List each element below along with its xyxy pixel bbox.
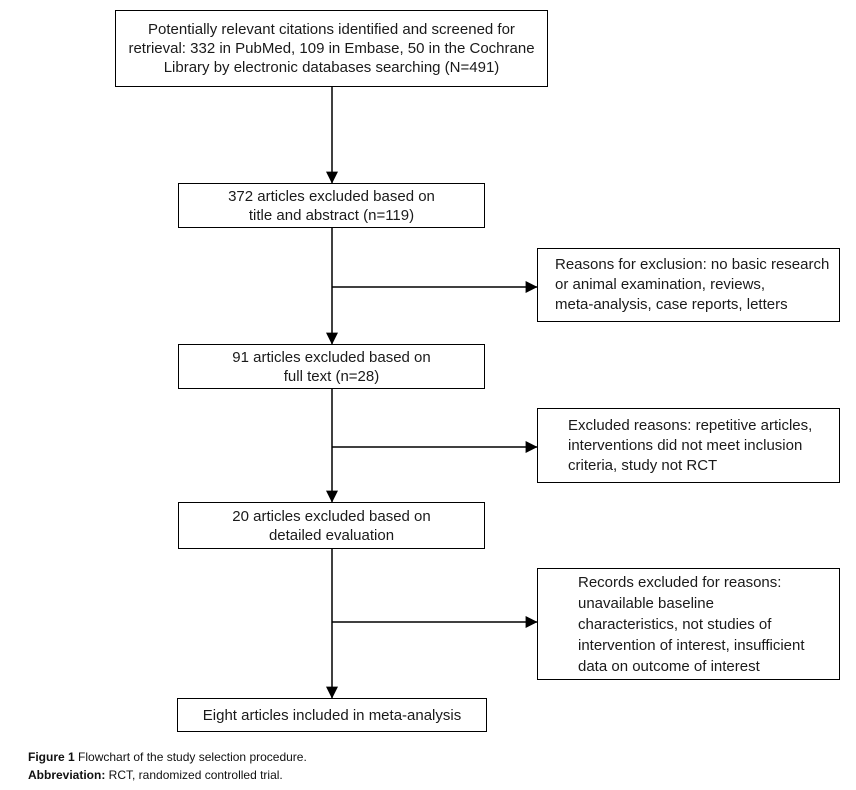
box-identification-line: retrieval: 332 in PubMed, 109 in Embase,… bbox=[128, 40, 535, 57]
box-reasons-detailed-eval: Records excluded for reasons: unavailabl… bbox=[537, 568, 840, 680]
box-reasons-2-line: criteria, study not RCT bbox=[568, 456, 718, 474]
box-title-abstract-line: title and abstract (n=119) bbox=[248, 206, 415, 224]
box-full-text-line: 91 articles excluded based on bbox=[232, 348, 431, 366]
box-reasons-3-line: unavailable baseline bbox=[578, 594, 714, 612]
box-identification-line: Potentially relevant citations identifie… bbox=[148, 21, 515, 38]
box-full-text-excluded: 91 articles excluded based on full text … bbox=[178, 344, 485, 389]
abbreviation-label: Abbreviation: bbox=[28, 768, 106, 782]
box-reasons-3-line: intervention of interest, insufficient bbox=[578, 636, 805, 654]
box-reasons-1-line: Reasons for exclusion: no basic research bbox=[555, 256, 830, 273]
figure-label: Figure 1 bbox=[28, 750, 75, 764]
box-detailed-eval-excluded: 20 articles excluded based on detailed e… bbox=[178, 502, 485, 549]
box-reasons-3-line: data on outcome of interest bbox=[578, 657, 760, 675]
box-identification: Potentially relevant citations identifie… bbox=[115, 10, 548, 87]
box-reasons-2-line: interventions did not meet inclusion bbox=[568, 436, 803, 454]
box-reasons-3-line: characteristics, not studies of bbox=[578, 615, 772, 633]
box-title-abstract-line: 372 articles excluded based on bbox=[228, 187, 435, 205]
box-reasons-2-line: Excluded reasons: repetitive articles, bbox=[568, 416, 813, 434]
box-included-line: Eight articles included in meta-analysis bbox=[202, 706, 462, 724]
box-reasons-3-line: Records excluded for reasons: bbox=[578, 573, 782, 591]
box-detailed-eval-line: detailed evaluation bbox=[268, 526, 395, 544]
figure-caption-line: Figure 1 Flowchart of the study selectio… bbox=[28, 748, 307, 766]
figure-caption-text: Flowchart of the study selection procedu… bbox=[74, 750, 307, 764]
box-reasons-title-abstract: Reasons for exclusion: no basic research… bbox=[537, 248, 840, 322]
abbreviation-line: Abbreviation: RCT, randomized controlled… bbox=[28, 766, 307, 784]
box-reasons-full-text: Excluded reasons: repetitive articles, i… bbox=[537, 408, 840, 483]
box-detailed-eval-line: 20 articles excluded based on bbox=[232, 507, 431, 525]
box-reasons-1-line: meta-analysis, case reports, letters bbox=[555, 296, 788, 313]
box-full-text-line: full text (n=28) bbox=[283, 367, 380, 385]
abbreviation-text: RCT, randomized controlled trial. bbox=[105, 768, 283, 782]
box-included-in-meta-analysis: Eight articles included in meta-analysis bbox=[177, 698, 487, 732]
box-identification-line: Library by electronic databases searchin… bbox=[163, 59, 500, 76]
box-reasons-1-line: or animal examination, reviews, bbox=[555, 276, 766, 293]
figure-caption: Figure 1 Flowchart of the study selectio… bbox=[28, 748, 307, 784]
box-title-abstract-excluded: 372 articles excluded based on title and… bbox=[178, 183, 485, 228]
